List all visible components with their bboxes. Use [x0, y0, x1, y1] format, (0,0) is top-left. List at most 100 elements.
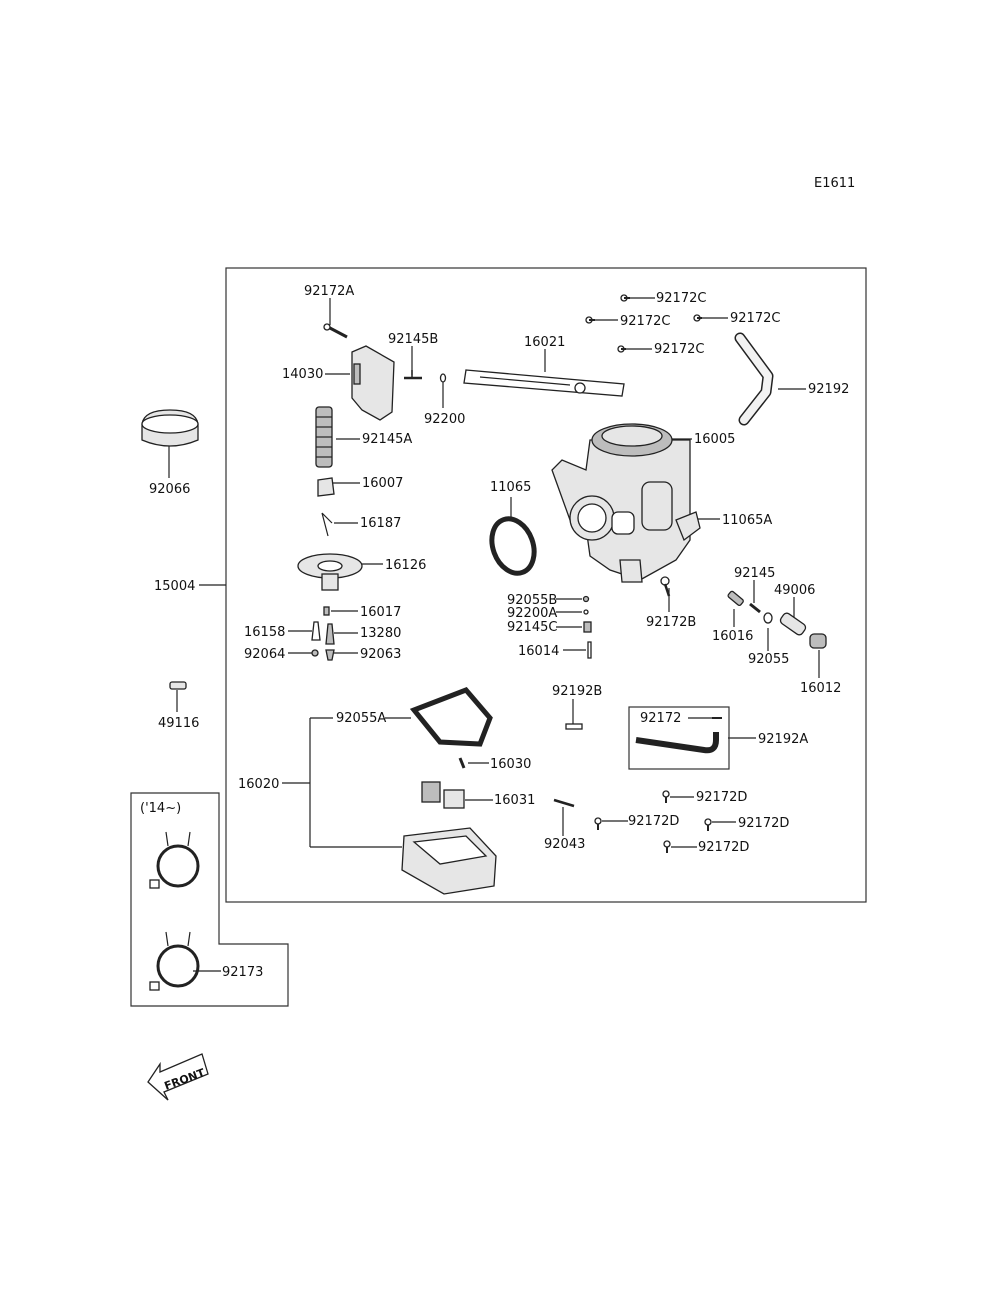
label-92145A: 92145A: [362, 432, 412, 447]
label-92172A: 92172A: [304, 284, 354, 299]
part-labels: 92172A 92145B 14030 92200 16021 92172C 9…: [149, 284, 849, 980]
float-16031[interactable]: [421, 781, 465, 809]
label-16007: 16007: [362, 476, 403, 491]
label-92173: 92173: [222, 965, 263, 980]
float-bowl-16020[interactable]: [401, 827, 497, 895]
label-92192B: 92192B: [552, 684, 602, 699]
label-49116: 49116: [158, 716, 199, 731]
cover-14030[interactable]: [351, 345, 395, 421]
label-92172C-1: 92172C: [656, 291, 706, 306]
label-16158: 16158: [244, 625, 285, 640]
pin-92043[interactable]: [553, 798, 575, 808]
year-note: ('14~): [140, 801, 181, 816]
label-14030: 14030: [282, 367, 323, 382]
label-92064: 92064: [244, 647, 285, 662]
label-92172C-2: 92172C: [620, 314, 670, 329]
label-16030: 16030: [490, 757, 531, 772]
screw-92172B[interactable]: [660, 576, 671, 597]
screw-92172D-4[interactable]: [663, 840, 671, 853]
screw-92172C-3[interactable]: [693, 314, 702, 322]
front-arrow-icon: FRONT: [147, 1053, 209, 1101]
screw-92172C-2[interactable]: [585, 316, 595, 324]
screw-92172D-3[interactable]: [704, 818, 712, 831]
label-16012: 16012: [800, 681, 841, 696]
label-92055B: 92055B: [507, 593, 557, 608]
spring-92145B[interactable]: [404, 370, 422, 380]
label-92063: 92063: [360, 647, 401, 662]
inset-frame: [130, 792, 289, 1007]
jet-16017[interactable]: [323, 606, 330, 616]
cap-16012[interactable]: [809, 633, 827, 649]
hose-kit-box: [628, 706, 730, 770]
plate-16021[interactable]: [463, 369, 625, 397]
label-92055A: 92055A: [336, 711, 386, 726]
needle-16158[interactable]: [311, 621, 321, 641]
leader-lines: [168, 297, 820, 972]
label-92192A: 92192A: [758, 732, 808, 747]
label-92172D-4: 92172D: [698, 840, 749, 855]
valve-49116[interactable]: [169, 681, 187, 690]
washer-92200[interactable]: [439, 373, 447, 383]
oring-92055B[interactable]: [582, 595, 590, 603]
label-15004: 15004: [154, 579, 195, 594]
holder-16007[interactable]: [317, 477, 335, 497]
washer-92200A[interactable]: [583, 609, 589, 615]
label-92200A: 92200A: [507, 606, 557, 621]
label-92172B: 92172B: [646, 615, 696, 630]
screw-16016[interactable]: [727, 590, 744, 607]
label-92145B: 92145B: [388, 332, 438, 347]
screw-92172A[interactable]: [323, 323, 348, 339]
label-16017: 16017: [360, 605, 401, 620]
ring-92063[interactable]: [325, 649, 335, 661]
label-16187: 16187: [360, 516, 401, 531]
screw-92172C-4[interactable]: [617, 345, 626, 353]
label-92043: 92043: [544, 837, 585, 852]
oring-11065[interactable]: [485, 513, 542, 579]
hose-92192A[interactable]: [635, 732, 719, 754]
label-92145C: 92145C: [507, 620, 557, 635]
label-16014: 16014: [518, 644, 559, 659]
clip-16187[interactable]: [321, 512, 333, 537]
label-16016: 16016: [712, 629, 753, 644]
gasket-92055A[interactable]: [409, 687, 493, 747]
label-92192: 92192: [808, 382, 849, 397]
screw-92172C-1[interactable]: [620, 294, 630, 302]
label-92172D-1: 92172D: [696, 790, 747, 805]
valve-49006[interactable]: [779, 612, 807, 637]
label-92055: 92055: [748, 652, 789, 667]
jet-needle-13280[interactable]: [325, 623, 335, 645]
screw-92172D-1[interactable]: [662, 790, 670, 803]
label-13280: 13280: [360, 626, 401, 641]
label-92200: 92200: [424, 412, 465, 427]
label-16020: 16020: [238, 777, 279, 792]
clamp-92173-b[interactable]: [149, 931, 200, 991]
label-92172C-4: 92172C: [654, 342, 704, 357]
cap-92066[interactable]: [141, 409, 199, 447]
label-16031: 16031: [494, 793, 535, 808]
washer-92064[interactable]: [311, 649, 319, 657]
tube-92192B[interactable]: [565, 723, 583, 730]
screw-92172D-2[interactable]: [594, 817, 602, 830]
screw-16014[interactable]: [587, 641, 592, 659]
label-92066: 92066: [149, 482, 190, 497]
carburetor-body-16005[interactable]: [551, 423, 701, 583]
label-92172C-3: 92172C: [730, 311, 780, 326]
label-49006: 49006: [774, 583, 815, 598]
spring-92145C[interactable]: [583, 621, 592, 633]
label-11065: 11065: [490, 480, 531, 495]
label-16021: 16021: [524, 335, 565, 350]
diaphragm-16126[interactable]: [297, 553, 363, 591]
oring-92055[interactable]: [763, 612, 773, 624]
spring-92145[interactable]: [749, 602, 761, 614]
clamp-92173-a[interactable]: [149, 831, 200, 889]
label-11065A: 11065A: [722, 513, 772, 528]
label-16126: 16126: [385, 558, 426, 573]
label-92172D-3: 92172D: [738, 816, 789, 831]
label-92172: 92172: [640, 711, 681, 726]
label-92172D-2: 92172D: [628, 814, 679, 829]
part-16030[interactable]: [458, 757, 466, 769]
spring-92145A[interactable]: [315, 406, 333, 468]
diagram-code: E1611: [814, 176, 855, 191]
label-16005: 16005: [694, 432, 735, 447]
